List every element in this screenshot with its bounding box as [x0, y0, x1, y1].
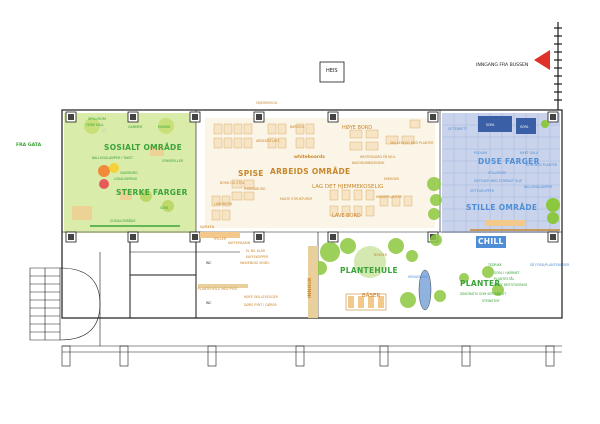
note-sofa-3: SOFA	[520, 125, 529, 129]
note-balloon-lamps: BALLONGLAMPER I TAKET	[92, 156, 133, 160]
zone-low-tables-label: LAVE BORD	[332, 213, 361, 219]
zone-work-label: ARBEIDS OMRÅDE	[270, 167, 351, 176]
note-hammock: HENGEKØYE	[408, 275, 428, 279]
note-sight-games: SYNSSPILLER	[162, 159, 184, 163]
note-gammer: GAMMER	[128, 125, 143, 129]
note-bg-music: BAKGRUNNSMUSIKK	[352, 161, 385, 165]
plant-circles-light	[101, 127, 386, 278]
note-boxes: BOKSER	[374, 253, 387, 257]
note-seating-groups: SITTEGRUPPER	[470, 189, 494, 193]
hammock-oval	[418, 269, 432, 311]
note-podium: PODIUM	[474, 151, 487, 155]
zone-eat-label: SPISE	[238, 169, 264, 178]
note-worksurface: ARBEIDSFLATE	[256, 139, 280, 143]
zone-quiet-label: STILLE OMRÅDE	[466, 203, 538, 212]
note-ev-ready: EL BIL KLAR	[246, 249, 266, 253]
note-decorative: DEKORATIV SOM SER BRA UT	[460, 292, 507, 296]
zone-muted-colors-label: DUSE FARGER	[478, 157, 540, 166]
street-entry-label: FRA GATA	[16, 143, 42, 148]
note-whiteboard-wheels: WHITEBOARD PÅ HJUL	[360, 155, 396, 159]
note-hanging-plants: HENGEPLANTER	[376, 195, 402, 199]
note-sofa-2: SOFA	[486, 123, 495, 127]
zone-plant-cave-label: PLANTEHULE	[340, 266, 398, 275]
note-game-room: SPILLROM	[88, 117, 106, 121]
note-shelf-planter: SKILLEVEGG MED PLANTER	[390, 141, 434, 145]
plant-circles	[313, 177, 504, 308]
zone-strong-colors-label: STERKE FARGER	[116, 188, 188, 197]
note-music: MUSIKK	[158, 125, 171, 129]
entrance-arrow	[534, 50, 550, 70]
note-tea: TEDRIKK	[488, 263, 502, 267]
note-interior-window: INNVENDIG VINDU	[240, 261, 270, 265]
nook-bar	[308, 246, 318, 318]
work-tables	[211, 119, 421, 221]
note-table-chair: BORD OG STOL	[220, 181, 245, 185]
note-coffee-cups: KAFFEKOPPER	[246, 255, 269, 259]
note-sofa: SOFA	[160, 206, 169, 210]
zone-social-label: SOSIALT OMRÅDE	[104, 143, 183, 152]
note-diffuser: DIFFUSER MED STRENGT OLJE	[474, 179, 523, 183]
note-coffee-machine: KAFFEMASKIN	[228, 241, 251, 245]
note-plant-shelf: PLANTEHYLLE MED PYNT	[198, 287, 238, 291]
note-corner-sofa: SOFA I HJØRNET	[494, 271, 520, 275]
note-room-plants: ROM MED PLANTER	[526, 163, 558, 167]
entrance-wall	[554, 22, 562, 110]
elevator-box	[319, 61, 345, 83]
note-high-dividers: HØYE SKILLEVEGGER	[244, 295, 278, 299]
note-social-area: SOSIALOMRÅDE	[110, 219, 136, 223]
note-quiet-room: STILLEROM	[488, 171, 506, 175]
zone-booths-label: BÅSER	[362, 293, 381, 299]
wc-counter	[198, 284, 248, 288]
note-painted-structures: MALTE STRUKTURER	[280, 197, 313, 201]
entrance-label: INNGANG FRA BUSSEN	[476, 63, 529, 68]
zone-homey-label: LAG DET HJEMMEKOSELIG	[312, 184, 384, 190]
note-stone: STEINSTØY	[482, 299, 500, 303]
note-seat-board: SITTEBRETT	[448, 127, 468, 131]
elevator-label: HEIS	[326, 68, 338, 74]
note-hybrid-table: HYBRIDBORD	[244, 187, 266, 191]
booths	[345, 293, 387, 311]
zone-chill-label: CHILL	[478, 237, 504, 246]
note-microwave: MIKROEN	[384, 177, 399, 181]
note-balloon-lamps-2: BALLONGLAMPER	[524, 185, 553, 189]
kitchen-counter	[200, 232, 240, 238]
zone-plants-label: PLANTER	[460, 279, 501, 288]
quiet-furniture	[470, 116, 560, 248]
note-plant-pictures: SÅ FORD/PLANTEBILDER	[530, 263, 570, 267]
staircase	[29, 267, 101, 341]
note-shelves: HYLLER	[214, 237, 227, 241]
note-wc-2: WC	[206, 301, 212, 305]
lower-facade	[61, 252, 562, 367]
note-soft-floor: MYKT GULV	[520, 151, 538, 155]
note-vacation-hall: FERIE HALL	[86, 123, 105, 127]
note-long-table: LANGBORD	[214, 202, 233, 206]
note-plant-stand: PLANTESTÅL	[494, 277, 515, 281]
note-door-decor: DØRS PYNT I DØRER	[244, 303, 277, 307]
note-kitchen: KJØKKEN	[200, 225, 215, 229]
zone-high-tables-label: HØYE BORD	[342, 125, 373, 131]
note-wc-1: WC	[206, 261, 212, 265]
note-location: LOKALISERING	[114, 177, 138, 181]
note-barstool: BARSTOL	[290, 125, 305, 129]
whiteboards-label: whiteboards	[294, 155, 325, 160]
note-free-rest: FRITT RESTITUERING	[494, 283, 528, 287]
zone-nook-label: INNHUK	[308, 277, 313, 298]
social-furniture	[72, 118, 180, 227]
note-screen-wall: SKJERMVEGG	[256, 101, 278, 105]
note-table: SAKEBORD	[120, 171, 138, 175]
